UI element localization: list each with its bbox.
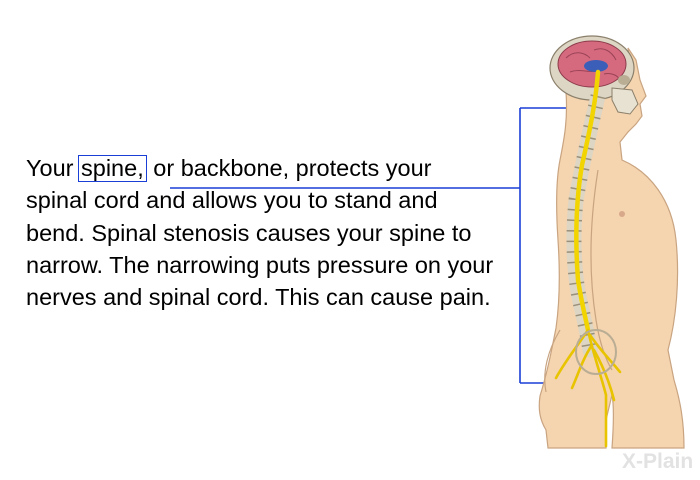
x-plain-logo: X-Plain — [622, 450, 694, 473]
head-anatomy — [549, 35, 639, 115]
pelvis-bone — [575, 329, 617, 375]
spine-highlight: spine, — [78, 155, 147, 182]
buttock-contour — [544, 329, 561, 393]
brain-folds — [565, 48, 621, 81]
body-paragraph: Your spine, or backbone, protects your s… — [26, 152, 496, 313]
jaw-bone — [611, 87, 639, 115]
sacral-nerves — [554, 328, 622, 448]
spinal-cord — [574, 69, 601, 333]
ventricle — [584, 60, 608, 72]
nipple — [619, 211, 625, 217]
callout-bracket — [170, 107, 570, 384]
eye-socket — [618, 75, 630, 85]
text-intro: Your — [26, 155, 81, 181]
text-rest: or backbone, protects your spinal cord a… — [26, 155, 494, 311]
